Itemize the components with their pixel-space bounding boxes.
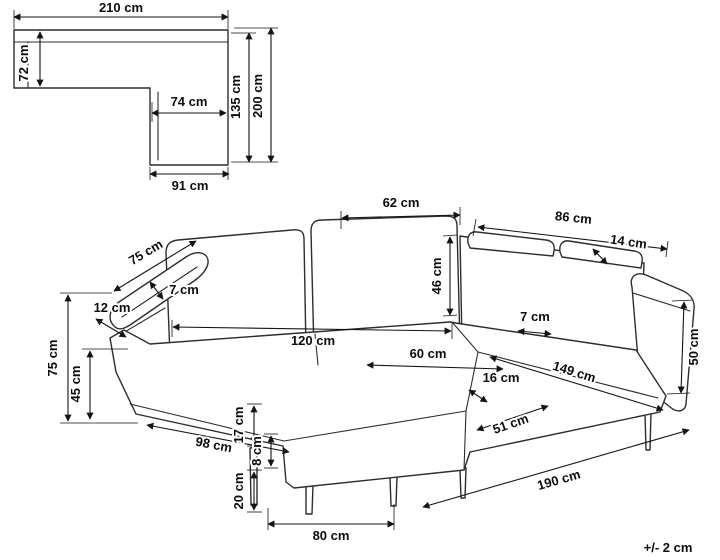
dim-line [146,422,290,455]
sofa-drawing [109,215,695,515]
dim-label-overall-height: 75 cm [45,340,60,377]
dim-label-headrest-thickness: 14 cm [609,232,648,252]
dim-seat-height: 45 cm [66,348,128,420]
dim-label-chaise-inner-width: 74 cm [171,94,208,109]
dim-leg-height: 20 cm [229,469,262,513]
dim-line [149,281,164,300]
tick [472,218,477,237]
dim-label-seat-cushion-height: 16 cm [483,370,520,385]
dim-label-front-leg-span: 80 cm [313,528,350,543]
dim-top-overall-width: 210 cm [13,0,229,29]
dim-line [113,240,197,292]
dim-line [468,389,488,403]
dim-label-left-front-width: 98 cm [194,434,233,456]
dim-seat-frame-height: 17 cm [229,403,262,447]
dim-label-back-cushion-height: 46 cm [429,258,444,295]
dim-label-right-back-width: 86 cm [554,208,592,227]
sofa-leg [305,484,314,515]
tick [442,234,458,237]
seat-cushion-seam [314,333,319,366]
dim-seat-depth: 60 cm [366,344,504,373]
dim-side-panel: 12 cm [92,298,132,338]
dim-base-height: 8 cm [247,433,278,469]
dim-label-back-cushion-depth: 7 cm [520,309,550,324]
chaise-front-edge [283,410,467,442]
dim-label-seat-depth: 60 cm [410,346,447,361]
dim-top-back-depth: 72 cm [14,31,44,87]
dim-top-chaise-depth: 135 cm [226,32,278,163]
dim-line [341,211,461,222]
dim-back-cushion-height: 46 cm [427,234,458,317]
tolerance-note: +/- 2 cm [644,540,693,555]
top-view-outline [13,29,229,166]
dim-label-seat-height: 45 cm [68,366,83,403]
dim-label-overall-depth: 200 cm [250,74,265,118]
dim-front-leg-span: 80 cm [267,504,395,545]
dim-line [366,361,504,373]
dim-label-back-cushion-width: 62 cm [383,195,420,210]
dim-label-leg-height: 20 cm [231,473,246,510]
dim-line [517,328,552,337]
dim-top-overall-depth: 200 cm [234,27,278,163]
dim-line [172,323,452,335]
tick [671,299,694,302]
dim-label-chaise-outer-width: 91 cm [172,178,209,193]
dim-armrest-width: 7 cm [149,280,201,300]
dim-line [489,355,664,412]
dim-back-cushion-depth: 7 cm [517,307,552,337]
dim-line [677,301,688,394]
dim-line [422,428,690,509]
dim-back-cushion-width: 62 cm [340,193,461,229]
dim-seat-width: 120 cm [171,320,453,350]
dim-armrest-height: 50 cm [666,299,703,395]
dim-top-chaise-outer-width: 91 cm [149,167,230,195]
sofa-leg [459,467,467,499]
dim-line [95,318,127,338]
dim-label-armrest-width: 7 cm [169,282,199,297]
dim-line [592,248,608,265]
dim-overall-height: 75 cm [43,292,138,424]
top-view-plan: 210 cm 72 cm 74 cm 91 cm 135 cm 200 cm [13,0,278,195]
dim-label-side-panel: 12 cm [94,300,131,315]
sofa-leg [389,475,398,507]
dim-top-chaise-inner-width: 74 cm [151,92,227,122]
dim-label-overall-width: 210 cm [99,0,143,15]
dim-label-base-height: 8 cm [249,436,264,466]
dim-label-seat-frame-height: 17 cm [231,407,246,444]
dim-label-seat-width: 120 cm [291,333,335,348]
dim-headrest-thickness: 14 cm [592,230,650,265]
seat-and-chaise-body [109,321,667,489]
sofa-leg [644,412,652,451]
dim-line [476,404,549,432]
dim-right-back-width: 86 cm [472,206,669,258]
dim-label-armrest-height: 50 cm [686,329,701,366]
dim-label-back-depth: 72 cm [16,45,31,82]
dim-line [477,224,668,252]
corner-seam-back [451,321,479,353]
dim-label-overall-length: 190 cm [535,466,582,493]
dim-label-chaise-depth: 135 cm [228,75,243,119]
